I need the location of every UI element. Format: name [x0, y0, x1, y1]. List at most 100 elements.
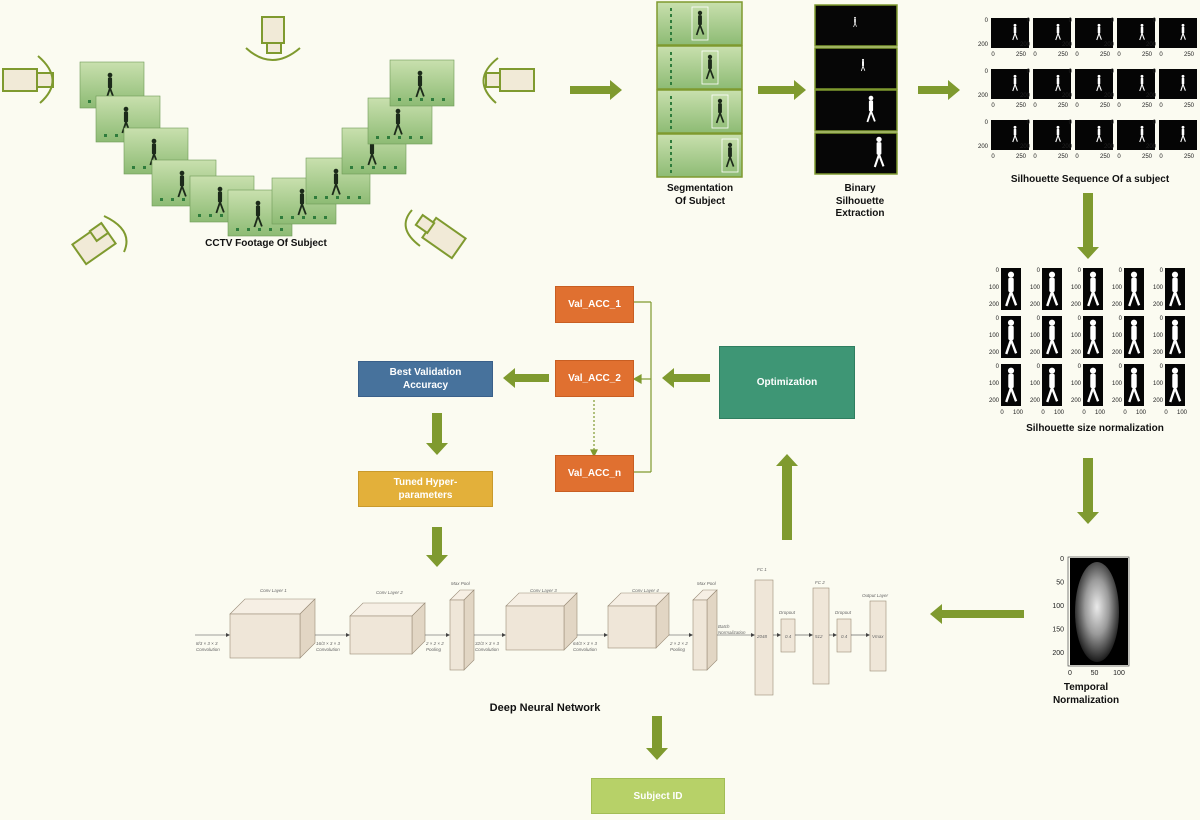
y-tick-label: 200 [1112, 302, 1123, 308]
dnn-label: Conv Layer 1 [260, 588, 287, 593]
y-tick-label: 200 [1112, 350, 1123, 356]
walking-person-icon [393, 108, 403, 136]
dropout-2-layer [836, 618, 852, 653]
y-tick-label: 200 [1153, 398, 1164, 404]
x-tick-label: 0 [1123, 410, 1127, 416]
dnn-label: Vmax [872, 634, 884, 639]
y-tick-label: 0 [1027, 18, 1031, 24]
cctv-camera-icon [2, 55, 54, 104]
white-silhouette-icon [1096, 23, 1102, 41]
up-arrow [776, 454, 798, 540]
y-tick-label: 100 [1071, 285, 1082, 291]
x-tick-label: 250 [1058, 154, 1069, 160]
x-tick-label: 100 [1113, 670, 1125, 677]
x-tick-label: 0 [1068, 670, 1072, 677]
y-tick-label: 0 [1160, 316, 1164, 322]
x-tick-label: 250 [1184, 103, 1195, 109]
y-tick-label: 200 [1104, 42, 1115, 48]
white-silhouette-icon [1180, 23, 1186, 41]
y-tick-label: 100 [989, 285, 1000, 291]
dnn-connector-head [866, 633, 870, 637]
dnn-connector-head [751, 633, 755, 637]
y-tick-label: 0 [1111, 18, 1115, 24]
right-arrow [758, 80, 806, 100]
sequence-subplot: 0 200 0 250 [1062, 69, 1113, 109]
best-validation-accuracy-box: Best Validation Accuracy [358, 361, 493, 397]
white-silhouette-icon [1139, 23, 1145, 41]
cctv-footage-frames [79, 59, 455, 237]
y-tick-label: 200 [1153, 350, 1164, 356]
x-tick-label: 250 [1142, 103, 1153, 109]
white-silhouette-icon [1169, 271, 1182, 307]
white-silhouette-icon [1005, 367, 1018, 403]
left-arrow [662, 368, 710, 388]
y-tick-label: 200 [1062, 144, 1073, 150]
white-silhouette-icon [1055, 74, 1061, 92]
y-tick-label: 0 [1027, 120, 1031, 126]
y-tick-label: 100 [1153, 285, 1164, 291]
y-tick-label: 100 [1030, 333, 1041, 339]
y-tick-label: 0 [1078, 364, 1082, 370]
dnn-label: FC 1 [757, 567, 767, 572]
flow-arrows [426, 80, 1099, 760]
x-tick-label: 0 [1117, 154, 1121, 160]
y-tick-label: 0 [1060, 556, 1064, 563]
dnn-connector-head [689, 633, 693, 637]
y-tick-label: 0 [1153, 18, 1157, 24]
x-tick-label: 0 [1159, 52, 1163, 58]
walking-person-icon [715, 98, 725, 124]
y-tick-label: 0 [1069, 69, 1073, 75]
x-tick-label: 0 [1033, 154, 1037, 160]
dnn-connector-head [604, 633, 608, 637]
white-silhouette-icon [1096, 125, 1102, 143]
val-acc-1-box: Val_ACC_1 [555, 286, 634, 323]
y-tick-label: 200 [978, 144, 989, 150]
x-tick-label: 250 [1058, 103, 1069, 109]
x-tick-label: 100 [1136, 410, 1147, 416]
x-tick-label: 0 [991, 154, 995, 160]
dnn-label: Normalization [718, 630, 746, 635]
y-tick-label: 200 [1062, 93, 1073, 99]
white-silhouette-icon [1046, 271, 1059, 307]
x-tick-label: 0 [991, 103, 995, 109]
x-tick-label: 250 [1142, 52, 1153, 58]
dnn-label: Convolution [196, 647, 220, 652]
x-tick-label: 0 [1117, 103, 1121, 109]
x-tick-label: 0 [991, 52, 995, 58]
dnn-connector-head [809, 633, 813, 637]
y-tick-label: 0 [1111, 69, 1115, 75]
x-tick-label: 250 [1100, 52, 1111, 58]
binary-silhouette-frame [814, 47, 898, 90]
down-arrow [426, 413, 448, 455]
y-tick-label: 200 [1020, 144, 1031, 150]
dnn-label: Pooling [670, 647, 686, 652]
white-silhouette-icon [866, 95, 876, 123]
x-tick-label: 0 [1041, 410, 1045, 416]
y-tick-label: 100 [1052, 603, 1064, 610]
y-tick-label: 0 [1027, 69, 1031, 75]
x-tick-label: 250 [1100, 103, 1111, 109]
white-silhouette-icon [1128, 271, 1141, 307]
y-tick-label: 0 [1153, 69, 1157, 75]
white-silhouette-icon [1180, 125, 1186, 143]
x-tick-label: 250 [1184, 154, 1195, 160]
down-arrow [426, 527, 448, 567]
y-tick-label: 200 [1020, 42, 1031, 48]
